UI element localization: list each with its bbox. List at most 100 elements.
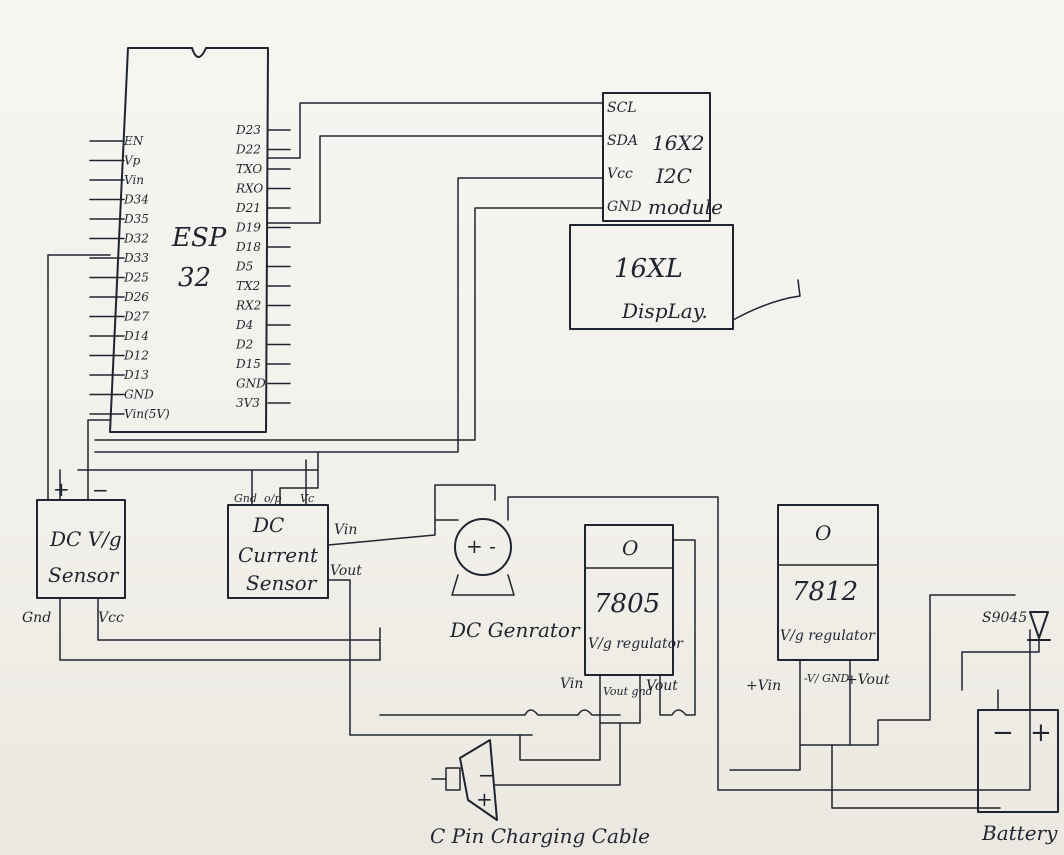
wire-sda (267, 135, 604, 224)
esp32-right-pin-label: D23 (235, 123, 261, 137)
reg7812-gnd: -V/ GND (804, 672, 849, 685)
current-sensor-label-2: Current (238, 543, 319, 567)
current-sensor-vout: Vout (330, 563, 362, 579)
i2c-pin-scl: SCL (607, 100, 637, 116)
esp32-left-pin-label: GND (124, 388, 154, 402)
generator-base (451, 574, 515, 596)
reg7812-pin-box (799, 659, 851, 746)
reg7805-vin: Vin (560, 676, 583, 692)
i2c-module-label-1: 16X2 (652, 131, 704, 155)
i2c-pin-vcc: Vcc (607, 166, 633, 182)
esp32-left-pin-label: EN (123, 134, 144, 148)
generator-label: DC Genrator (449, 618, 581, 642)
wire-7812-vin (729, 744, 801, 771)
esp32-module: ESP 32 (109, 47, 269, 433)
esp32-title-line2: 32 (178, 263, 211, 293)
voltage-sensor-vcc: Vcc (98, 610, 124, 626)
esp32-right-pin-label: D2 (235, 338, 253, 352)
voltage-sensor-minus: − (92, 478, 109, 502)
esp32-right-pin-label: TXO (236, 162, 262, 176)
voltage-sensor-outline (36, 499, 126, 599)
esp32-right-pin-label: RXO (235, 182, 263, 196)
esp32-left-pin-label: Vp (124, 154, 141, 168)
battery: − + Battery (977, 689, 1059, 845)
wire-7805-out (494, 722, 621, 786)
i2c-module-label-3: module (648, 195, 723, 219)
i2c-module-outline (602, 92, 711, 222)
battery-minus: − (992, 718, 1014, 748)
voltage-sensor-label-2: Sensor (48, 563, 120, 587)
esp32-i2c-wires (77, 102, 604, 471)
cable-plug (445, 767, 461, 791)
esp32-left-pin-label: D25 (123, 271, 149, 285)
wire-vsense-signal (47, 254, 111, 501)
wire-7805-gnd (519, 722, 601, 761)
diode-label: S9045 (982, 610, 1027, 626)
reg7812-number: 7812 (792, 577, 858, 607)
i2c-module: SCL SDA Vcc GND 16X2 I2C module (602, 92, 723, 222)
lcd-label-2: DispLay. (621, 299, 708, 323)
wire-7805-vin (379, 709, 621, 716)
esp32-right-pin-label: D22 (235, 143, 261, 157)
reg7805-vout: Vout (646, 678, 678, 694)
voltage-sensor-label-1: DC V/g (49, 527, 122, 551)
reg7812-vout: +Vout (846, 672, 890, 688)
wire-gnd (299, 207, 604, 441)
wire-vsense-minus (87, 419, 111, 501)
esp32-right-pin-label: D19 (235, 221, 261, 235)
reg7805-vout-gnd: Vout gnd (603, 685, 653, 698)
esp32-left-pins: ENVpVinD34D35D32D33D25D26D27D14D12D13GND… (89, 134, 170, 421)
voltage-sensor-plus: + (53, 477, 70, 501)
current-sensor-vin: Vin (334, 522, 357, 538)
diode-s9045: S9045 (961, 610, 1051, 691)
regulator-7812: O 7812 V/g regulator +Vin -V/ GND +Vout (729, 504, 1016, 809)
dc-generator: + - DC Genrator (434, 496, 1031, 791)
wire-csense-op (279, 469, 319, 506)
esp32-right-pin-label: TX2 (236, 279, 260, 293)
current-sensor-label-3: Sensor (246, 571, 318, 595)
esp32-left-pin-label: D12 (123, 349, 149, 363)
esp32-left-pin-label: Vin (124, 173, 144, 187)
lcd-outline (569, 224, 734, 330)
esp32-left-pin-label: D27 (123, 310, 149, 324)
generator-symbol: + - (466, 534, 496, 558)
esp32-right-pin-label: D4 (235, 318, 253, 332)
lcd-display: 16XL DispLay. (569, 224, 801, 330)
esp32-left-pin-label: D33 (123, 251, 149, 265)
wire-vcc-bus (77, 451, 319, 471)
battery-plus: + (1030, 718, 1052, 748)
esp32-left-pin-label: D14 (123, 329, 149, 343)
cable-connector (459, 739, 498, 821)
current-sensor-outline (227, 504, 329, 599)
cable-minus: − (478, 763, 495, 787)
battery-label: Battery (981, 821, 1058, 845)
esp32-right-pin-label: D21 (235, 201, 261, 215)
wire-csense-vout (327, 579, 533, 736)
reg7805-pin-box (599, 674, 641, 724)
esp32-right-pin-label: RX2 (235, 299, 261, 313)
dc-voltage-sensor: DC V/g Sensor + − Gnd Vcc (22, 254, 381, 661)
reg7812-vin: +Vin (746, 678, 781, 694)
i2c-pin-gnd: GND (607, 199, 642, 215)
generator-circle (454, 518, 512, 576)
esp32-left-pin-label: D13 (123, 368, 149, 382)
current-sensor-pin-gnd: Gnd (234, 492, 257, 505)
battery-outline (977, 709, 1059, 813)
current-sensor-pin-vcc: Vc (300, 492, 314, 505)
esp32-left-pin-label: D26 (123, 290, 149, 304)
regulator-7805: O 7805 V/g regulator Vin Vout gnd Vout (379, 524, 696, 786)
charging-cable: − + C Pin Charging Cable (430, 739, 650, 848)
esp32-left-pin-label: D34 (123, 193, 149, 207)
current-sensor-pin-op: o/p (264, 492, 281, 505)
reg7812-circle: O (815, 521, 831, 545)
i2c-module-label-2: I2C (655, 164, 692, 188)
reg7805-label: V/g regulator (588, 636, 684, 652)
esp32-left-pin-label: D32 (123, 232, 149, 246)
wire-vcc (317, 177, 604, 453)
wire-7812-gnd (831, 744, 1001, 809)
esp32-left-pin-label: Vin(5V) (124, 407, 170, 421)
reg7805-number: 7805 (594, 589, 660, 619)
esp32-right-pin-label: D18 (235, 240, 261, 254)
